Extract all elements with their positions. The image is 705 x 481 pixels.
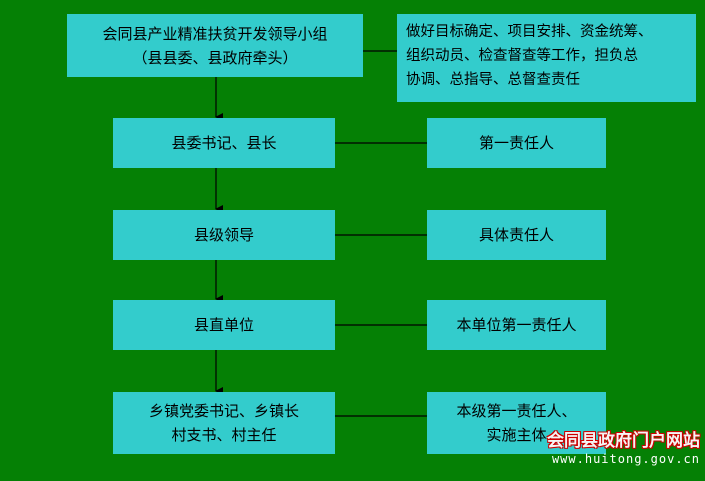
leading-group-subtitle: （县县委、县政府牵头） (132, 48, 298, 67)
level2-role-box: 县级领导 (113, 210, 335, 260)
level4-responsibility-line-1: 本级第一责任人、 (456, 402, 577, 420)
level4-role-line-1: 乡镇党委书记、乡镇长 (148, 402, 299, 420)
duty-line-1: 做好目标确定、项目安排、资金统筹、 (406, 24, 653, 40)
watermark-url: www.huitong.gov.cn (551, 452, 700, 466)
level2-responsibility-box: 具体责任人 (427, 210, 606, 260)
level3-role-box: 县直单位 (113, 300, 335, 350)
level1-role: 县委书记、县长 (171, 134, 277, 152)
leading-group-title: 会同县产业精准扶贫开发领导小组 (102, 24, 328, 43)
level2-role: 县级领导 (193, 226, 254, 244)
level2-responsibility: 具体责任人 (478, 226, 554, 244)
duty-description-box: 做好目标确定、项目安排、资金统筹、 组织动员、检查督查等工作，担负总 协调、总指… (397, 14, 696, 102)
level1-responsibility-box: 第一责任人 (427, 118, 606, 168)
level3-role: 县直单位 (193, 316, 254, 334)
watermark-site-name: 会同县政府门户网站 (547, 431, 700, 451)
site-watermark: 会同县政府门户网站 www.huitong.gov.cn (520, 430, 700, 466)
level4-responsibility-box: 本级第一责任人、 实施主体 (427, 392, 606, 454)
duty-line-2: 组织动员、检查督查等工作，担负总 (406, 48, 638, 64)
leading-group-box: 会同县产业精准扶贫开发领导小组 （县县委、县政府牵头） (67, 14, 363, 77)
level1-role-box: 县委书记、县长 (113, 118, 335, 168)
level4-responsibility-line-2: 实施主体 (486, 426, 547, 444)
level3-responsibility-box: 本单位第一责任人 (427, 300, 606, 350)
duty-line-3: 协调、总指导、总督查责任 (406, 72, 580, 88)
level3-responsibility: 本单位第一责任人 (456, 316, 577, 334)
level1-responsibility: 第一责任人 (478, 134, 554, 152)
level4-role-box: 乡镇党委书记、乡镇长 村支书、村主任 (113, 392, 335, 454)
level4-role-line-2: 村支书、村主任 (171, 426, 277, 444)
